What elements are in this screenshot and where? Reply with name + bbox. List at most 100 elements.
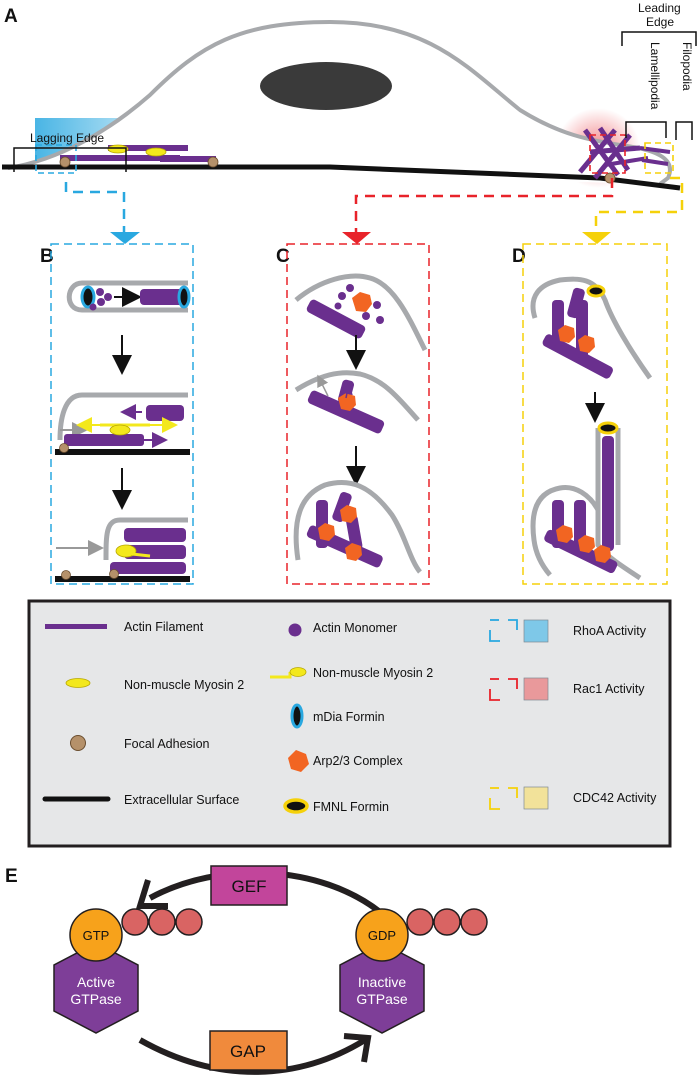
filopodia-label: Filopodia	[680, 42, 694, 91]
rhoa-zoom-box	[35, 144, 77, 174]
legend-arp23: Arp2/3 Complex	[313, 754, 403, 768]
gtp-circle	[69, 908, 123, 962]
panel-e: E GEF GAP GTP Active GTPase GDP Inactive…	[5, 865, 488, 1075]
actin-filament-a3	[160, 156, 216, 162]
panel-b-step3	[55, 517, 190, 582]
legend-mdia-formin: mDia Formin	[313, 710, 385, 724]
panel-b-step2	[55, 392, 190, 455]
myosin-a1	[107, 144, 129, 154]
lamellipodia-label: Lamellipodia	[648, 42, 662, 110]
panel-a-label: A	[4, 6, 18, 27]
filopodia-bracket	[675, 121, 693, 140]
legend-rac1: Rac1 Activity	[573, 682, 645, 696]
legend-focal-adhesion: Focal Adhesion	[124, 737, 210, 751]
legend-cdc42: CDC42 Activity	[573, 791, 657, 805]
cdc42-connector-arrow	[582, 232, 611, 244]
gdp-circle	[355, 908, 409, 962]
panel-c-step1	[294, 273, 428, 352]
legend-actin-monomer-swatch	[288, 623, 302, 637]
active-bead-2	[148, 908, 176, 936]
panel-b-step1	[66, 280, 191, 313]
focal-adhesion-a3	[604, 172, 616, 184]
inactive-bead-2	[433, 908, 461, 936]
focal-adhesion-a1	[59, 156, 71, 168]
legend-nm-myosin-a: Non-muscle Myosin 2	[124, 678, 244, 692]
active-label-1: Active	[77, 974, 115, 990]
focal-adhesion-a2	[207, 156, 219, 168]
legend-extracellular-surface: Extracellular Surface	[124, 793, 239, 807]
inactive-gtpase-hex	[339, 942, 425, 1034]
rac1-zoom-box	[589, 134, 626, 174]
legend-arp-swatch	[288, 750, 309, 772]
legend-myosin-swatch	[65, 678, 91, 688]
rac1-connector	[354, 178, 614, 232]
active-label-2: GTPase	[70, 991, 122, 1007]
legend-actin-monomer: Actin Monomer	[313, 621, 397, 635]
leading-edge-label-2: Edge	[646, 15, 674, 29]
panel-b: B	[40, 243, 194, 585]
legend-box	[27, 599, 672, 848]
legend-fmnl-formin: FMNL Formin	[313, 800, 389, 814]
legend-nm-myosin-b: Non-muscle Myosin 2	[313, 666, 433, 680]
legend-focal-adhesion-swatch	[70, 735, 86, 751]
active-gtpase-hex	[53, 942, 139, 1034]
legend-fmnl-swatch	[283, 798, 309, 814]
legend-cdc42-dashes	[489, 787, 518, 810]
cdc42-connector	[594, 176, 684, 232]
leading-edge-bracket	[621, 31, 697, 46]
inactive-label-1: Inactive	[358, 974, 406, 990]
panel-a: A	[2, 1, 697, 244]
nucleus	[260, 62, 392, 110]
gef-arrowhead	[135, 879, 168, 909]
legend-rhoa-dashes	[489, 619, 518, 642]
gap-label: GAP	[230, 1042, 266, 1061]
leading-edge-label-1: Leading	[638, 1, 681, 15]
gap-arrowhead	[343, 1033, 372, 1063]
extracellular-surface	[2, 164, 681, 191]
panel-e-label: E	[5, 866, 18, 887]
lagging-edge-label: Lagging Edge	[30, 131, 104, 145]
gef-label: GEF	[232, 877, 267, 896]
panel-c-step2	[294, 370, 420, 434]
legend-mdia-swatch	[290, 703, 304, 729]
panel-d: D	[512, 243, 668, 585]
active-bead-3	[175, 908, 203, 936]
legend-cdc42-swatch	[523, 786, 549, 810]
legend: Actin Filament Non-muscle Myosin 2 Focal…	[27, 599, 672, 848]
actin-filament-a1	[60, 155, 180, 161]
cdc42-zoom-box	[644, 142, 674, 174]
legend-rac1-dashes	[489, 678, 518, 701]
legend-actin-filament: Actin Filament	[124, 620, 204, 634]
actin-filament-a2	[108, 145, 188, 151]
panel-d-step2	[530, 421, 642, 581]
rac1-connector-arrow	[342, 232, 371, 244]
inactive-bead-1	[406, 908, 434, 936]
legend-rhoa: RhoA Activity	[573, 624, 647, 638]
panel-d-frame	[522, 243, 668, 585]
panel-c-frame	[286, 243, 430, 585]
inactive-label-2: GTPase	[356, 991, 408, 1007]
legend-rhoa-swatch	[523, 619, 549, 643]
legend-myosin-b-swatch	[270, 667, 307, 679]
legend-actin-filament-swatch	[45, 624, 107, 629]
panel-c: C	[276, 243, 430, 585]
panel-d-step1	[530, 276, 653, 380]
panel-c-step3	[293, 480, 423, 574]
gtp-label: GTP	[83, 928, 110, 943]
legend-rac1-swatch	[523, 677, 549, 701]
rhoa-connector-arrow	[110, 232, 140, 244]
lamellipodia-bracket	[625, 121, 667, 138]
myosin-a2	[145, 147, 167, 157]
gdp-label: GDP	[368, 928, 396, 943]
panel-b-frame	[50, 243, 194, 585]
gef-box	[210, 865, 288, 906]
panel-c-label: C	[276, 246, 290, 267]
lagging-edge-bracket	[13, 147, 127, 172]
rhoa-connector	[64, 182, 126, 232]
gap-arc	[138, 1037, 367, 1075]
inactive-bead-3	[460, 908, 488, 936]
active-bead-1	[121, 908, 149, 936]
gap-box	[209, 1030, 288, 1071]
